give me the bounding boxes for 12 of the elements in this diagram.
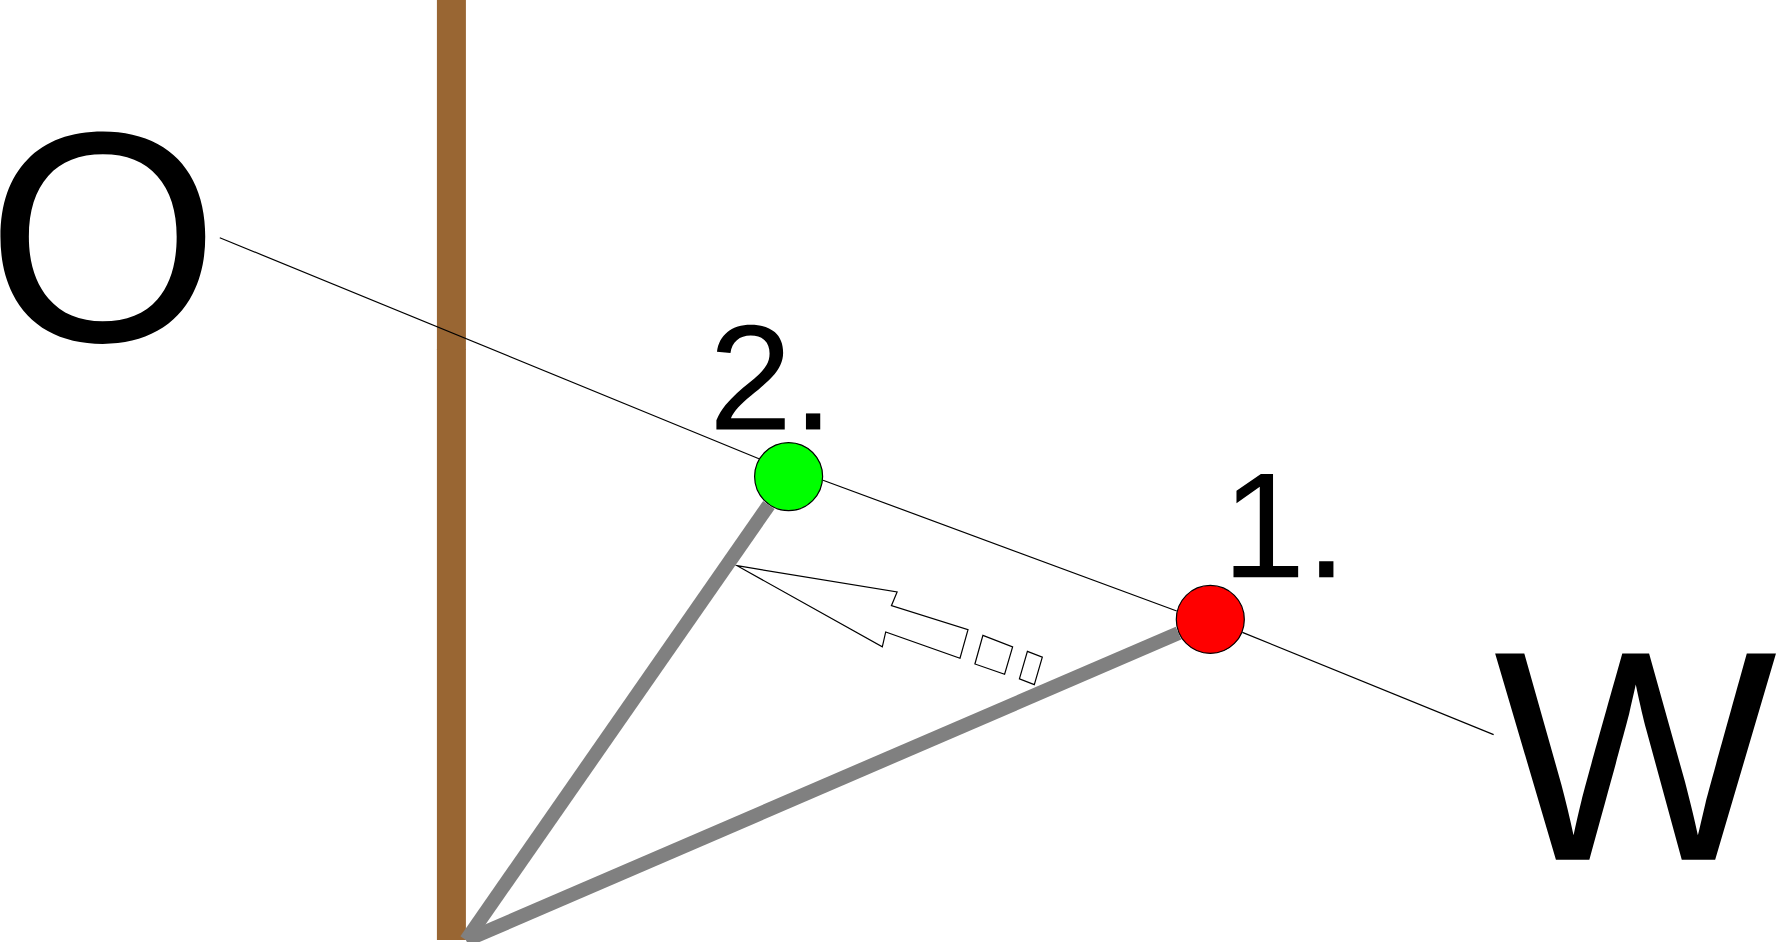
rod [463,626,1182,942]
line [822,479,1178,612]
letter-label: O [0,131,206,344]
line [1241,631,1495,736]
circle-marker [1175,584,1245,654]
pole [436,0,466,940]
rod [460,501,775,942]
number-label: 1. [1233,474,1334,578]
letter-label: W [1495,653,1776,860]
circle-marker [754,441,824,512]
line [219,237,760,460]
number-label: 2. [716,324,821,430]
